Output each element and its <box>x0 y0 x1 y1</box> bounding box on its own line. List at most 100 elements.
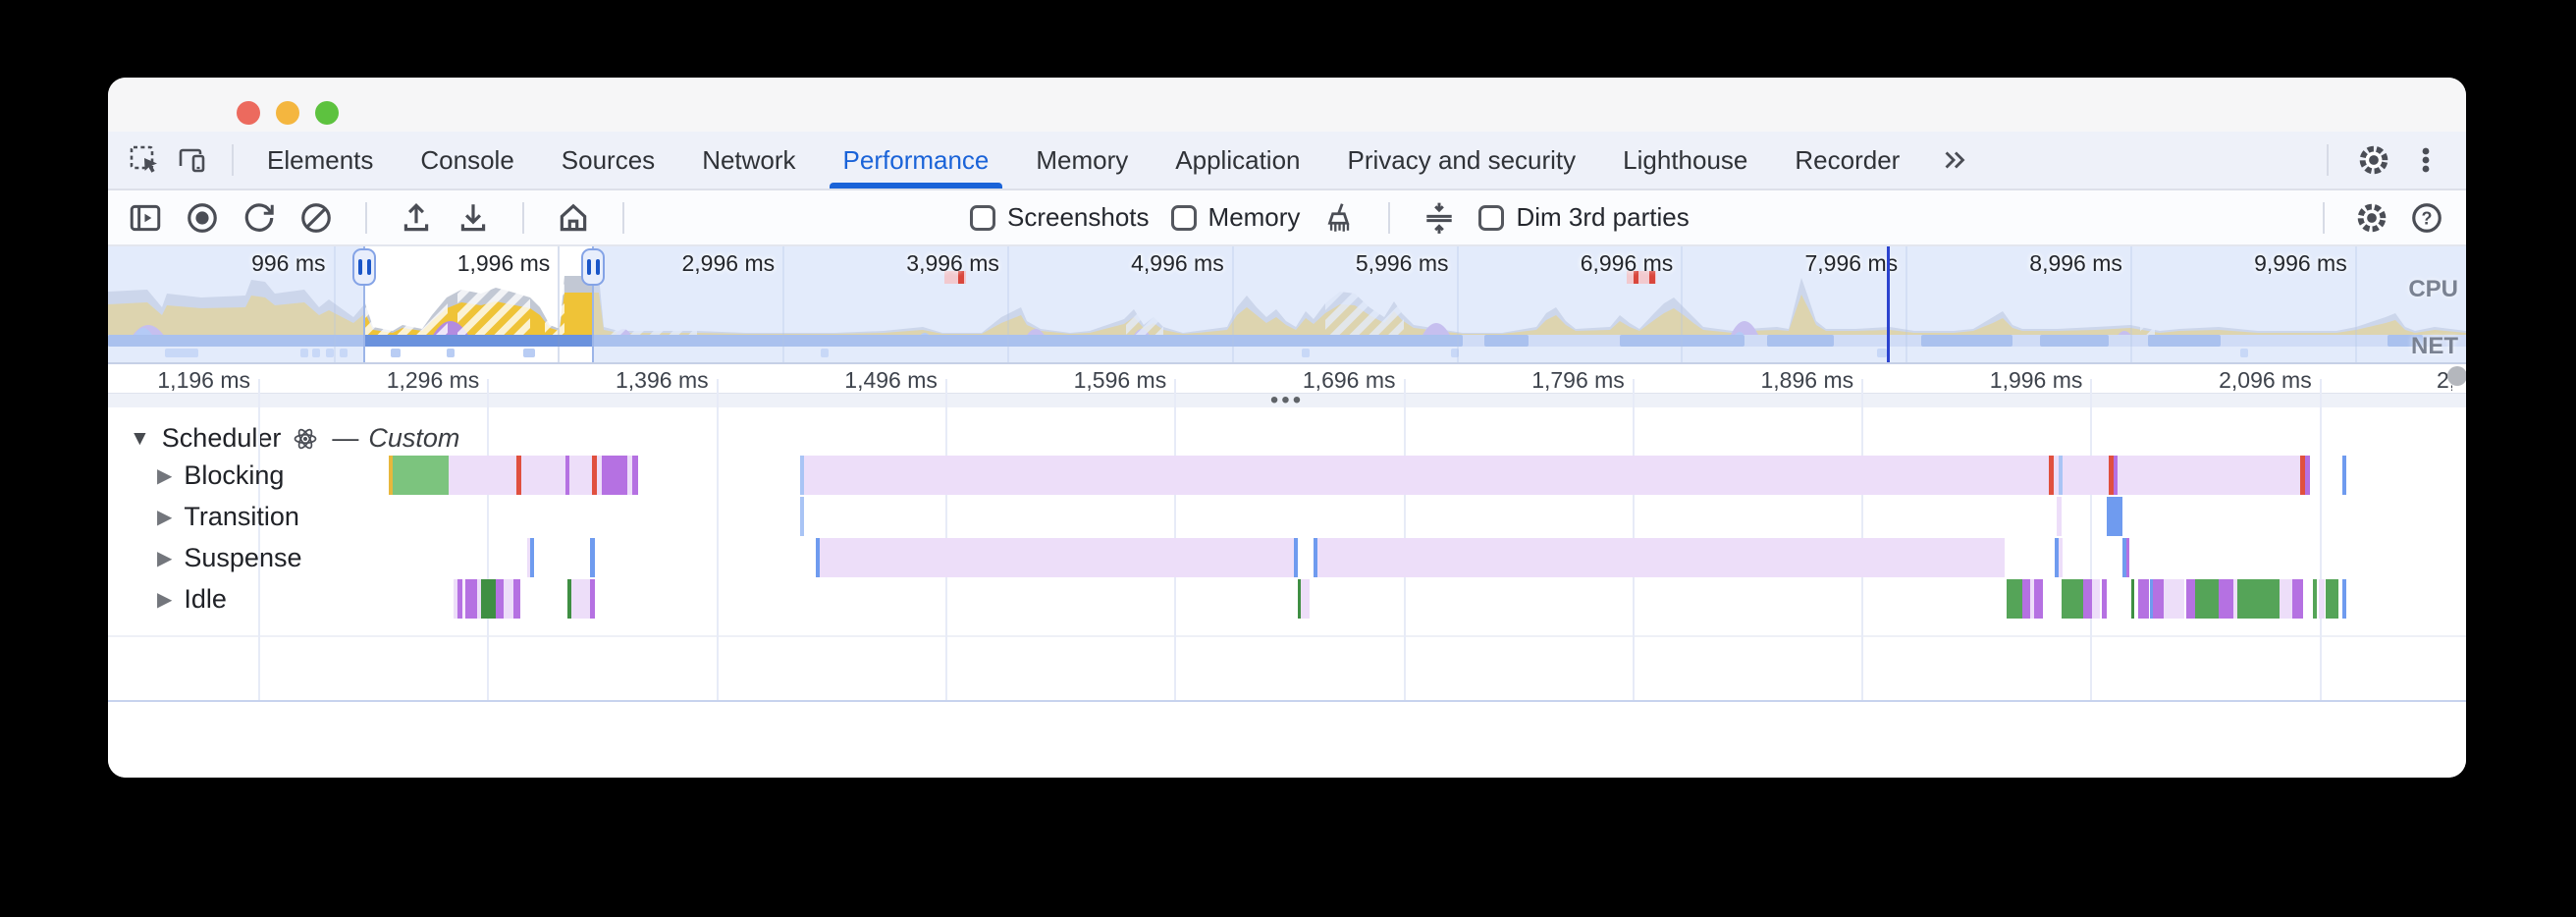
close-window-button[interactable] <box>237 101 260 125</box>
capture-settings-gear-icon[interactable] <box>2354 200 2389 236</box>
tab-recorder[interactable]: Recorder <box>1795 144 1901 175</box>
track-row-blocking[interactable]: ▶Blocking <box>157 456 284 495</box>
flame-segment[interactable] <box>2138 579 2149 619</box>
track-row-transition[interactable]: ▶Transition <box>157 497 299 536</box>
memory-checkbox[interactable] <box>1170 204 1197 231</box>
tab-console[interactable]: Console <box>420 144 514 175</box>
flame-segment[interactable] <box>2063 456 2109 495</box>
flame-segment[interactable] <box>804 456 2049 495</box>
flame-segment[interactable] <box>465 579 477 619</box>
flame-segment[interactable] <box>496 579 504 619</box>
flame-segment[interactable] <box>454 579 457 619</box>
tab-network[interactable]: Network <box>702 144 796 175</box>
flame-segment[interactable] <box>2057 497 2062 536</box>
flame-segment[interactable] <box>2300 456 2305 495</box>
tab-sources[interactable]: Sources <box>561 144 656 175</box>
flame-segment[interactable] <box>389 456 393 495</box>
right-selection-handle[interactable] <box>581 248 605 286</box>
flame-segment[interactable] <box>2126 538 2129 577</box>
flame-segment[interactable] <box>2062 579 2083 619</box>
flame-segment[interactable] <box>816 538 820 577</box>
toggle-sidebar-icon[interactable] <box>128 200 163 236</box>
flame-segment[interactable] <box>481 579 496 619</box>
maximize-window-button[interactable] <box>315 101 339 125</box>
flame-segment[interactable] <box>2030 579 2034 619</box>
flame-segment[interactable] <box>2195 579 2219 619</box>
flame-segment[interactable] <box>592 456 597 495</box>
flame-segment[interactable] <box>2150 579 2153 619</box>
flame-segment[interactable] <box>2342 579 2346 619</box>
flame-segment[interactable] <box>513 579 520 619</box>
device-toolbar-icon[interactable] <box>175 143 208 177</box>
flame-segment[interactable] <box>393 456 449 495</box>
record-icon[interactable] <box>185 200 220 236</box>
tab-elements[interactable]: Elements <box>267 144 374 175</box>
upload-profile-icon[interactable] <box>399 200 434 236</box>
flame-segment[interactable] <box>590 579 595 619</box>
flame-segment[interactable] <box>2092 579 2100 619</box>
flame-segment[interactable] <box>1317 538 2005 577</box>
left-selection-handle[interactable] <box>352 248 376 286</box>
flame-segment[interactable] <box>2107 497 2122 536</box>
flame-segment[interactable] <box>2319 579 2325 619</box>
track-group-header[interactable]: ▼ Scheduler — Custom <box>130 423 459 454</box>
flame-segment[interactable] <box>800 497 804 536</box>
flame-segment[interactable] <box>2007 579 2022 619</box>
kebab-menu-icon[interactable] <box>2409 143 2442 177</box>
flame-segment[interactable] <box>2059 456 2063 495</box>
flame-segment[interactable] <box>2122 538 2126 577</box>
flame-segment[interactable] <box>2049 456 2054 495</box>
flame-segment[interactable] <box>457 579 462 619</box>
flame-segment[interactable] <box>504 579 513 619</box>
flame-segment[interactable] <box>449 456 516 495</box>
vertical-scrollbar-thumb[interactable] <box>2447 366 2466 386</box>
settings-gear-icon[interactable] <box>2356 142 2391 178</box>
flame-segment[interactable] <box>569 456 592 495</box>
help-icon[interactable]: ? <box>2409 200 2444 236</box>
flame-segment[interactable] <box>2305 456 2310 495</box>
flame-segment[interactable] <box>2233 579 2237 619</box>
flame-segment[interactable] <box>2034 579 2043 619</box>
garbage-collect-icon[interactable] <box>1321 200 1357 236</box>
reload-and-record-icon[interactable] <box>242 200 277 236</box>
flame-segment[interactable] <box>1298 579 1301 619</box>
flame-segment[interactable] <box>477 579 481 619</box>
flame-segment[interactable] <box>2237 579 2280 619</box>
flame-segment[interactable] <box>2153 579 2164 619</box>
panel-resize-handle[interactable]: ••• <box>108 387 2466 413</box>
flame-segment[interactable] <box>2109 456 2114 495</box>
tab-performance[interactable]: Performance <box>820 132 1013 189</box>
flame-segment[interactable] <box>2131 579 2134 619</box>
expand-triangle-icon[interactable]: ▶ <box>157 506 173 528</box>
flame-segment[interactable] <box>567 579 571 619</box>
flame-segment[interactable] <box>530 538 534 577</box>
flame-segment[interactable] <box>820 538 1294 577</box>
flame-segment[interactable] <box>571 579 590 619</box>
flame-segment[interactable] <box>2083 579 2092 619</box>
flame-segment[interactable] <box>2118 456 2300 495</box>
tab-lighthouse[interactable]: Lighthouse <box>1623 144 1748 175</box>
flamechart-track-area[interactable]: ▼ Scheduler — Custom ▶Blocking▶Transitio… <box>108 379 2466 702</box>
inspect-element-icon[interactable] <box>128 143 161 177</box>
flame-segment[interactable] <box>1301 579 1310 619</box>
flame-segment[interactable] <box>2342 456 2346 495</box>
tab-memory[interactable]: Memory <box>1036 144 1129 175</box>
tab-privacy-and-security[interactable]: Privacy and security <box>1347 144 1577 175</box>
compress-recording-icon[interactable] <box>1422 200 1457 236</box>
flame-segment[interactable] <box>2280 579 2292 619</box>
flame-segment[interactable] <box>627 456 632 495</box>
flame-segment[interactable] <box>2114 456 2118 495</box>
flame-segment[interactable] <box>597 456 602 495</box>
minimize-window-button[interactable] <box>276 101 299 125</box>
expand-triangle-icon[interactable]: ▶ <box>157 464 173 487</box>
flame-segment[interactable] <box>565 456 569 495</box>
flame-segment[interactable] <box>521 456 565 495</box>
flame-segment[interactable] <box>2055 538 2059 577</box>
home-icon[interactable] <box>556 200 591 236</box>
expand-triangle-icon[interactable]: ▶ <box>157 588 173 611</box>
flame-segment[interactable] <box>800 456 804 495</box>
flame-segment[interactable] <box>2292 579 2303 619</box>
tab-application[interactable]: Application <box>1175 144 1301 175</box>
track-row-suspense[interactable]: ▶Suspense <box>157 538 301 577</box>
